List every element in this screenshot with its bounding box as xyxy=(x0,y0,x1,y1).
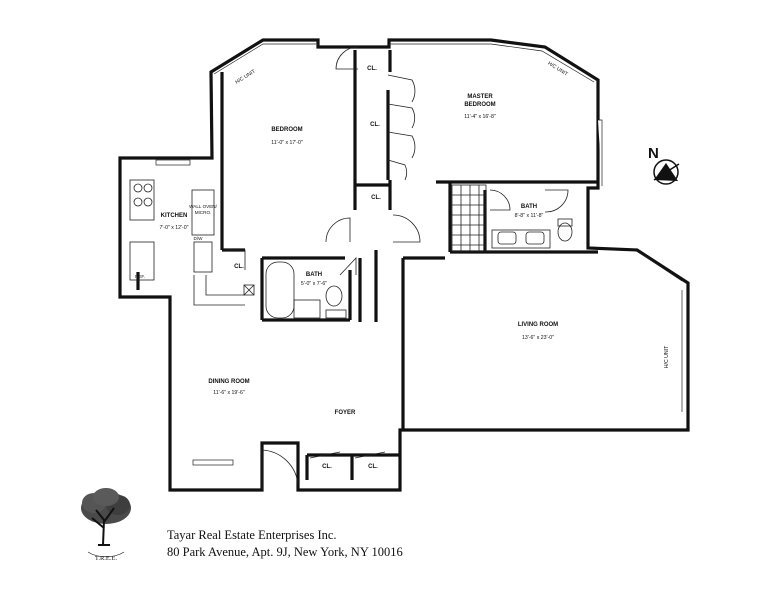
room-labels: BEDROOM 11'-0" x 17'-0" MASTER BEDROOM 1… xyxy=(159,94,558,416)
dining-room-dims: 11'-6" x 19'-6" xyxy=(213,390,245,396)
bath-2-label: BATH xyxy=(521,204,537,210)
interior-walls xyxy=(136,50,598,480)
foyer-label: FOYER xyxy=(335,410,356,416)
living-room-dims: 13'-6" x 23'-0" xyxy=(522,335,554,341)
master-bedroom-dims: 11'-4" x 16'-8" xyxy=(464,114,496,120)
dishwasher-label: D/W xyxy=(194,236,204,241)
kitchen-dims: 7'-0" x 12'-0" xyxy=(159,225,188,231)
refrigerator-label: REF. xyxy=(135,274,145,279)
closet-label: CL. xyxy=(370,122,380,128)
dining-room-label: DINING ROOM xyxy=(208,379,249,385)
logo-text: T.R.E.E. xyxy=(95,555,118,562)
bath-2-dims: 8'-8" x 11'-8" xyxy=(515,213,544,219)
closet-label: CL. xyxy=(234,264,244,270)
company-address: 80 Park Avenue, Apt. 9J, New York, NY 10… xyxy=(167,545,403,559)
hvac-unit-label: H/C UNIT xyxy=(234,68,257,85)
hvac-unit-label: H/C UNIT xyxy=(664,345,670,368)
kitchen-label: KITCHEN xyxy=(161,213,188,219)
closet-label: CL. xyxy=(322,464,332,470)
compass-label: N xyxy=(648,145,659,162)
wall-oven-label-1: WALL OVEN/ xyxy=(189,204,217,209)
bath-tile-grid xyxy=(451,184,487,252)
closet-label: CL. xyxy=(368,464,378,470)
closet-label: CL. xyxy=(371,195,381,201)
wall-oven-label-2: MICRO. xyxy=(195,210,212,215)
living-room-label: LIVING ROOM xyxy=(518,322,558,328)
company-info: Tayar Real Estate Enterprises Inc. 80 Pa… xyxy=(167,527,403,561)
closet-label: CL. xyxy=(367,66,377,72)
bath-1-label: BATH xyxy=(306,272,322,278)
company-name: Tayar Real Estate Enterprises Inc. xyxy=(167,528,337,542)
bedroom-dims: 11'-0" x 17'-0" xyxy=(271,140,303,146)
closet-labels: CL. CL. CL. CL. CL. CL. xyxy=(234,66,381,470)
bedroom-label: BEDROOM xyxy=(271,127,302,133)
bath-1-dims: 5'-0" x 7'-6" xyxy=(301,281,327,287)
exterior-walls xyxy=(118,38,690,492)
master-bedroom-label-1: MASTER xyxy=(467,94,493,100)
door-swings xyxy=(129,46,573,490)
north-compass: N xyxy=(648,145,680,185)
master-bedroom-label-2: BEDROOM xyxy=(464,102,495,108)
tree-logo: T.R.E.E. xyxy=(81,488,131,562)
